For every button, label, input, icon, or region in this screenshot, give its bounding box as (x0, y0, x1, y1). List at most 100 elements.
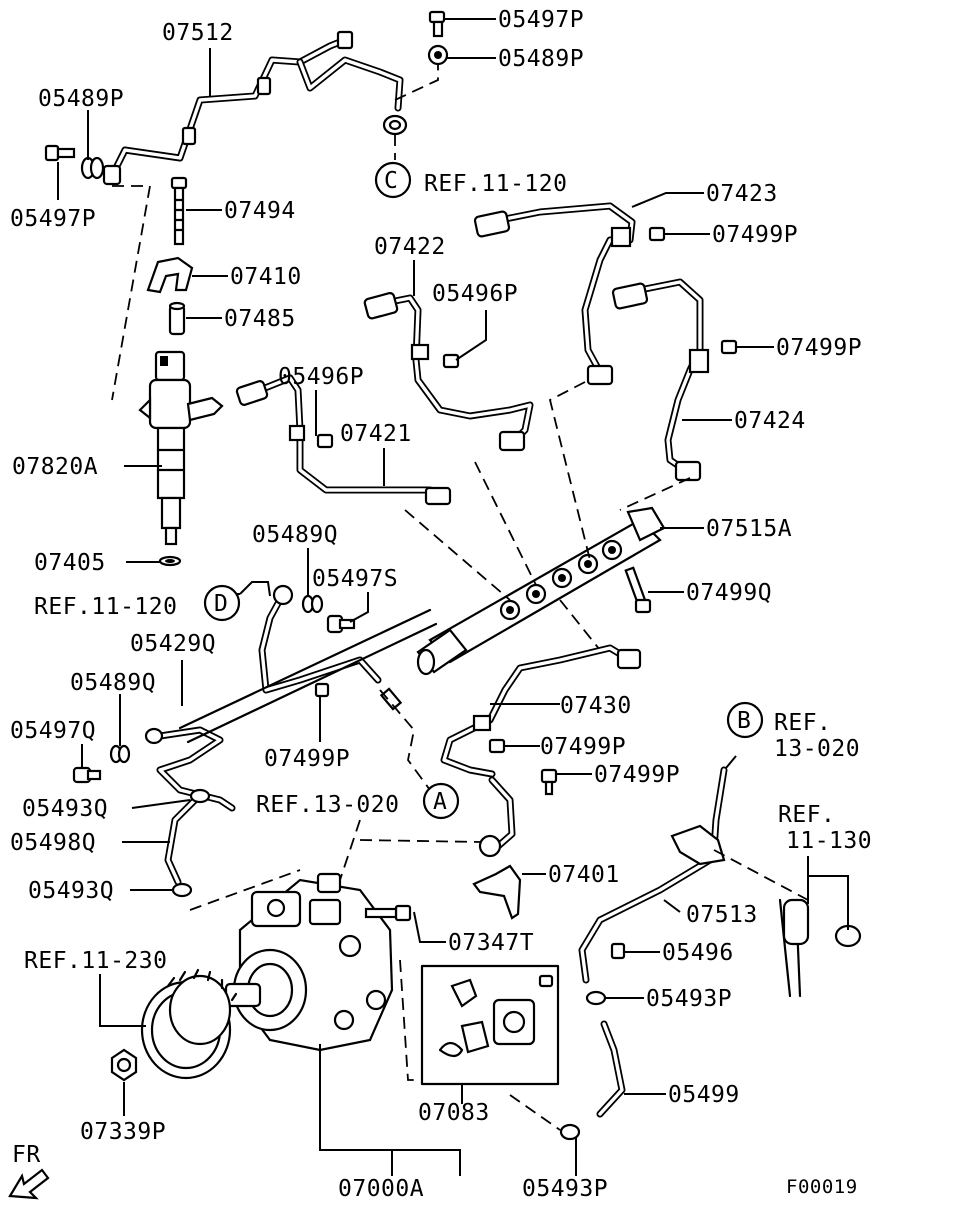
washer-07405 (158, 555, 182, 567)
ref-marker-B: B (726, 701, 764, 739)
label-07499P-pipe07430-b: 07499P (594, 762, 680, 788)
label-05497P-top: 05497P (498, 7, 584, 33)
label-05497P-left: 05497P (10, 206, 96, 232)
front-direction-arrow (8, 1168, 50, 1200)
label-ref-11-230: REF.11-230 (24, 948, 167, 974)
label-fr: FR (12, 1142, 41, 1168)
bracket-07401 (472, 864, 522, 920)
label-ref-11-130-line1: REF. (778, 802, 835, 828)
label-ref-13-020-a: REF.13-020 (256, 792, 399, 818)
injection-pipe-07424 (611, 278, 710, 482)
label-ref-b-line2: 13-020 (774, 736, 860, 762)
bolt-05496 (610, 942, 626, 960)
clamp-07410 (146, 256, 194, 294)
ref-marker-D: D (203, 584, 241, 622)
bolt-07499Q (624, 566, 652, 614)
ref-marker-A: A (422, 782, 460, 820)
ref-marker-C: C (374, 161, 412, 199)
label-05496: 05496 (662, 940, 734, 966)
label-07424: 07424 (734, 408, 806, 434)
clip-05493P-lower (559, 1123, 581, 1141)
label-05489Q-lower: 05489Q (70, 670, 156, 696)
label-05493P-lower: 05493P (522, 1176, 608, 1202)
sleeve-07485 (168, 301, 186, 336)
bolt-07499P-pipe07430-b (540, 768, 558, 796)
label-05493Q-upper: 05493Q (22, 796, 108, 822)
label-05499: 05499 (668, 1082, 740, 1108)
label-05498Q: 05498Q (10, 830, 96, 856)
label-ref-11-120-d: REF.11-120 (34, 594, 177, 620)
label-05496P-center: 05496P (432, 281, 518, 307)
bolt-07499P-right (720, 339, 738, 355)
label-07339P: 07339P (80, 1119, 166, 1145)
injector-07820A (138, 350, 224, 546)
svg-text:A: A (433, 789, 447, 815)
label-ref-b-line1: REF. (774, 710, 831, 736)
label-07423: 07423 (706, 181, 778, 207)
ref-11-130-parts (778, 898, 862, 998)
gasket-05489Q-upper (301, 594, 324, 614)
label-07485: 07485 (224, 306, 296, 332)
injection-pipe-07423 (473, 202, 636, 386)
fuel-pipe-07430 (440, 644, 642, 858)
label-07499P-right: 07499P (776, 335, 862, 361)
label-07499P-return: 07499P (264, 746, 350, 772)
injection-pump-07000A (224, 872, 394, 1052)
hose-05498Q (164, 796, 199, 886)
clip-05493Q-upper (189, 788, 211, 804)
nut-07339P (110, 1048, 138, 1082)
part-number-labels: 07512 05497P 05489P 05489P 05497P REF.11… (10, 7, 872, 1202)
label-07083: 07083 (418, 1100, 490, 1126)
bolt-07499P-pipe (314, 682, 403, 711)
label-07347T: 07347T (448, 930, 534, 956)
figure-code: F00019 (786, 1176, 858, 1198)
valve-kit-07083 (420, 964, 560, 1086)
clip-05493Q-lower (171, 882, 193, 898)
injection-pipe-07422 (363, 291, 534, 452)
label-05497S: 05497S (312, 566, 398, 592)
gasket-05489Q-lower (109, 744, 131, 764)
label-07422: 07422 (374, 234, 446, 260)
bolt-07347T (364, 904, 412, 922)
clip-05493P-upper (585, 990, 607, 1006)
label-05429Q: 05429Q (130, 631, 216, 657)
banjo-bolt-05497P-left (44, 144, 76, 162)
bolt-07499P-pipe07430-a (488, 738, 506, 754)
bolt-07494 (170, 176, 188, 246)
label-05493Q-lower: 05493Q (28, 878, 114, 904)
svg-text:D: D (214, 591, 228, 617)
label-07410: 07410 (230, 264, 302, 290)
label-07499P-upper: 07499P (712, 222, 798, 248)
fuel-pipe-05429Q (144, 584, 438, 812)
label-05497Q: 05497Q (10, 718, 96, 744)
label-05489P-left: 05489P (38, 86, 124, 112)
bolt-05497Q (72, 766, 102, 784)
bolt-07499P-upper (648, 226, 666, 242)
svg-text:C: C (384, 168, 398, 194)
gasket-05489P-left (80, 156, 105, 180)
label-05496P-left: 05496P (278, 364, 364, 390)
hose-05499 (596, 1020, 626, 1118)
label-07405: 07405 (34, 550, 106, 576)
pump-sprocket (140, 968, 238, 1080)
fuel-hose-07513 (578, 766, 728, 984)
label-07499Q: 07499Q (686, 580, 772, 606)
leader-lines (57, 18, 849, 1176)
injection-pipe-07421 (235, 374, 452, 506)
svg-text:B: B (737, 708, 751, 734)
label-05489P-top: 05489P (498, 46, 584, 72)
label-07430: 07430 (560, 693, 632, 719)
label-07515A: 07515A (706, 516, 792, 542)
label-ref-11-130-line2: 11-130 (786, 828, 872, 854)
injection-pipe-07512 (102, 30, 408, 186)
label-07421: 07421 (340, 421, 412, 447)
label-07000A: 07000A (338, 1176, 424, 1202)
label-07499P-pipe07430-a: 07499P (540, 734, 626, 760)
label-07512: 07512 (162, 20, 234, 46)
label-07401: 07401 (548, 862, 620, 888)
label-07820A: 07820A (12, 454, 98, 480)
label-ref-11-120-c: REF.11-120 (424, 171, 567, 197)
label-07513: 07513 (686, 902, 758, 928)
